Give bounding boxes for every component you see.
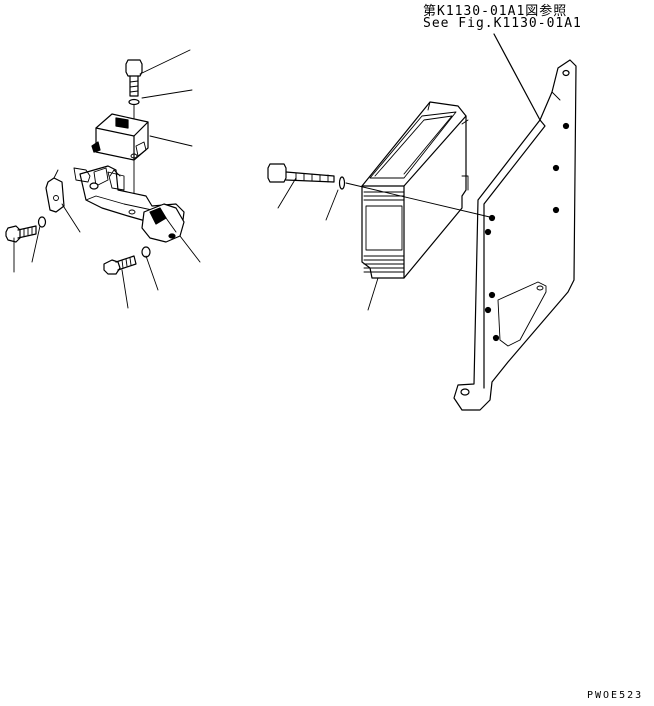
- washer-long-bolt: [338, 176, 346, 190]
- mounting-plate: [453, 59, 577, 411]
- washer-lower-left: [37, 216, 47, 228]
- drawing-code: PWOE523: [587, 690, 644, 701]
- relay: [91, 113, 149, 161]
- washer-lower-middle: [141, 246, 151, 258]
- reference-note-english: See Fig.K1130-01A1: [423, 16, 582, 31]
- washer-upper-left: [128, 98, 140, 106]
- bolt-lower-middle: [103, 255, 137, 275]
- long-bolt: [267, 163, 335, 183]
- reference-note-japanese: 第K1130-01A1図参照: [423, 4, 568, 19]
- clip: [45, 169, 65, 213]
- connector-mount: [141, 203, 185, 243]
- controller-unit: [361, 101, 469, 279]
- bolt-upper-left: [125, 59, 143, 97]
- callout-leaders: [13, 49, 379, 311]
- long-bolt-axis-line: [345, 182, 495, 219]
- bolt-lower-left: [5, 225, 37, 243]
- reference-leader-line: [493, 33, 541, 121]
